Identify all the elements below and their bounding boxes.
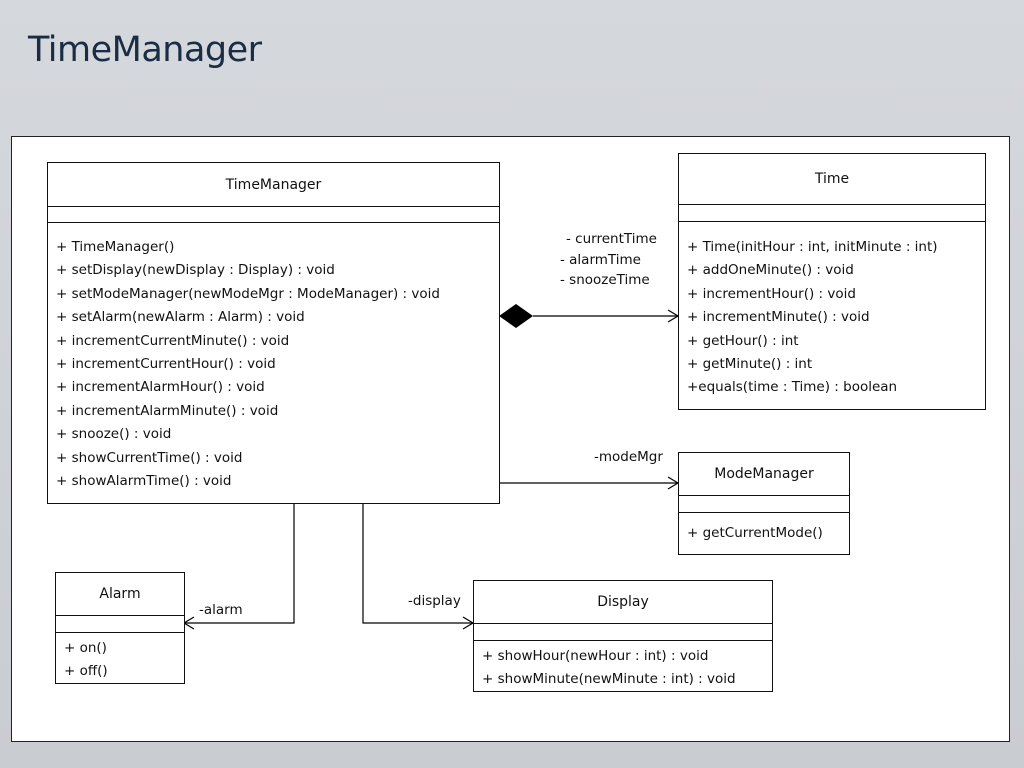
operation: + TimeManager(): [56, 239, 175, 255]
class-alarm-attributes: [56, 616, 184, 633]
alarm-association-line: [184, 503, 295, 624]
operation: + addOneMinute() : void: [687, 262, 854, 279]
operation: + Time(initHour : int, initMinute : int): [687, 239, 938, 255]
class-timemanager: TimeManager + TimeManager() + setDisplay…: [47, 162, 500, 504]
class-timemanager-name: TimeManager: [48, 163, 499, 207]
class-modemanager: ModeManager + getCurrentMode(): [678, 452, 850, 555]
class-time-name: Time: [679, 154, 985, 205]
role-label-display: -display: [408, 593, 461, 609]
operation: + showMinute(newMinute : int) : void: [482, 671, 736, 688]
operation: + getHour() : int: [687, 332, 799, 349]
class-time: Time + Time(initHour : int, initMinute :…: [678, 153, 986, 410]
class-modemanager-operations: + getCurrentMode(): [679, 513, 849, 545]
class-time-operations: + Time(initHour : int, initMinute : int)…: [679, 222, 985, 400]
class-alarm-name: Alarm: [56, 573, 184, 616]
operation: + showHour(newHour : int) : void: [482, 648, 709, 664]
operation: + snooze() : void: [56, 426, 172, 443]
operation: + off(): [64, 663, 108, 680]
class-display: Display + showHour(newHour : int) : void…: [473, 580, 773, 692]
operation: + setModeManager(newModeMgr : ModeManage…: [56, 285, 440, 302]
role-label-modemgr: -modeMgr: [594, 449, 663, 465]
class-modemanager-name: ModeManager: [679, 453, 849, 496]
display-association-line: [362, 503, 473, 624]
operation: + on(): [64, 640, 107, 656]
class-display-name: Display: [474, 581, 772, 624]
role-label-currenttime: - currentTime: [566, 231, 657, 247]
operation: + incrementAlarmHour() : void: [56, 379, 265, 396]
operation: + incrementCurrentHour() : void: [56, 356, 276, 373]
class-timemanager-operations: + TimeManager() + setDisplay(newDisplay …: [48, 223, 499, 493]
operation: + showAlarmTime() : void: [56, 473, 232, 490]
operation: +equals(time : Time) : boolean: [687, 379, 898, 396]
operation: + incrementCurrentMinute() : void: [56, 332, 290, 349]
operation: + getMinute() : int: [687, 356, 813, 373]
class-time-attributes: [679, 205, 985, 222]
class-display-attributes: [474, 624, 772, 641]
class-alarm-operations: + on() + off(): [56, 633, 184, 684]
slide-title: TimeManager: [28, 30, 262, 70]
class-alarm: Alarm + on() + off(): [55, 572, 185, 684]
role-label-snoozetime: - snoozeTime: [560, 272, 650, 288]
operation: + incrementAlarmMinute() : void: [56, 402, 279, 419]
class-display-operations: + showHour(newHour : int) : void + showM…: [474, 641, 772, 692]
operation: + getCurrentMode(): [687, 525, 823, 541]
class-modemanager-attributes: [679, 496, 849, 513]
operation: + incrementMinute() : void: [687, 309, 870, 326]
class-timemanager-attributes: [48, 207, 499, 223]
uml-diagram-canvas: TimeManager + TimeManager() + setDisplay…: [11, 136, 1010, 742]
role-label-alarmtime: - alarmTime: [560, 252, 641, 268]
operation: + setAlarm(newAlarm : Alarm) : void: [56, 309, 305, 326]
role-label-alarm: -alarm: [199, 602, 243, 618]
composition-diamond: [499, 304, 533, 328]
operation: + setDisplay(newDisplay : Display) : voi…: [56, 262, 335, 279]
operation: + showCurrentTime() : void: [56, 449, 243, 466]
operation: + incrementHour() : void: [687, 285, 856, 302]
